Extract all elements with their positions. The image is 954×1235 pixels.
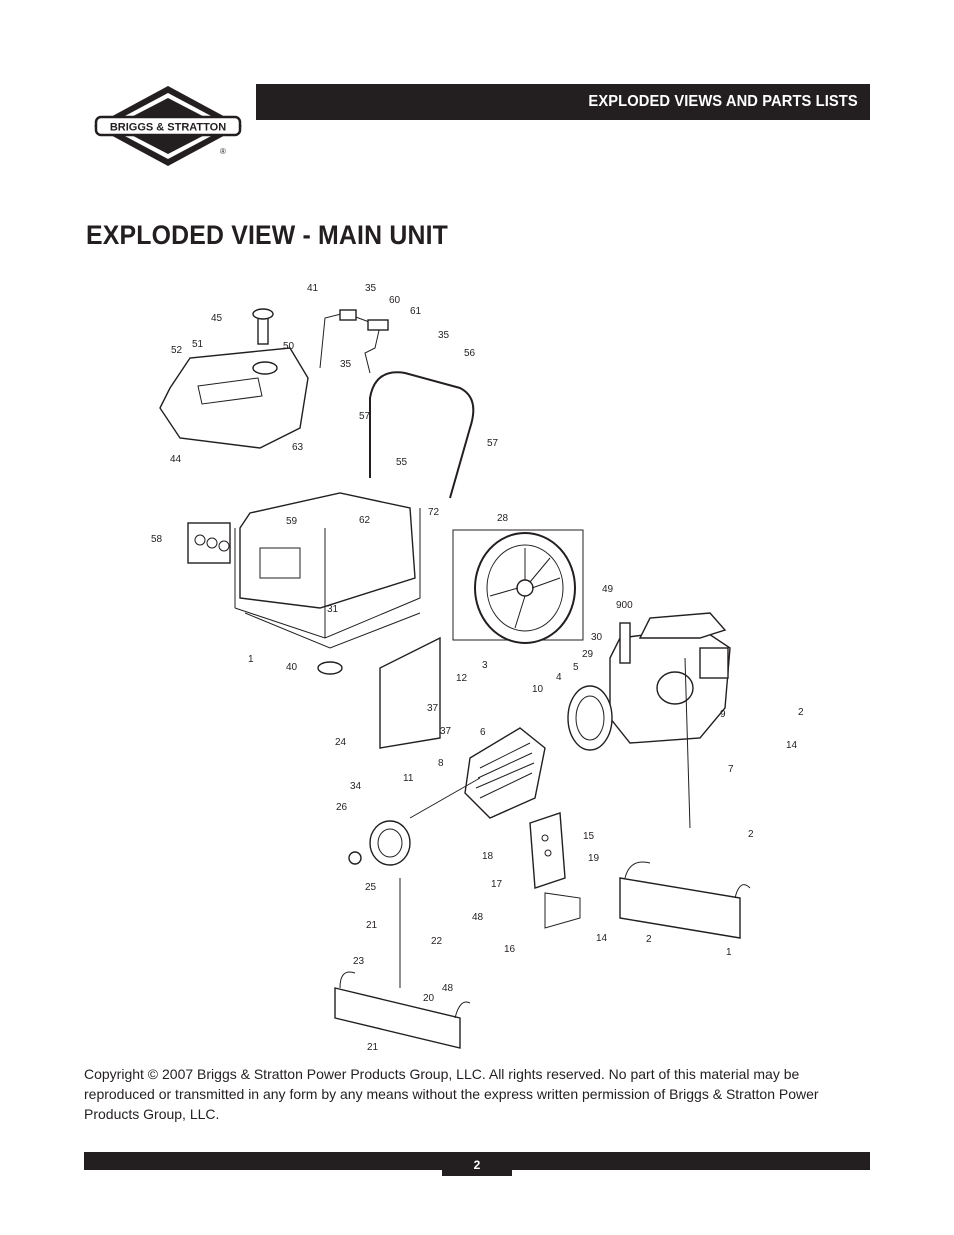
part-label: 57: [487, 438, 499, 449]
part-label: 25: [365, 882, 377, 893]
engine-drawing: [609, 612, 731, 744]
part-label: 61: [410, 306, 422, 317]
part-label: 37: [440, 726, 452, 737]
part-label: 63: [292, 442, 304, 453]
part-label: 900: [616, 600, 633, 611]
part-label: 52: [171, 345, 183, 356]
part-label: 11: [403, 773, 414, 784]
part-label: 1: [248, 654, 254, 665]
part-label: 45: [211, 313, 223, 324]
part-label: 35: [438, 330, 450, 341]
copyright-notice: Copyright © 2007 Briggs & Stratton Power…: [84, 1066, 819, 1122]
part-label: 35: [340, 359, 352, 370]
part-label: 10: [532, 684, 544, 695]
part-label: 72: [428, 507, 440, 518]
part-label: 35: [365, 283, 377, 294]
part-label: 18: [482, 851, 494, 862]
part-label: 59: [286, 516, 298, 527]
part-label: 14: [786, 740, 798, 751]
part-label: 5: [573, 662, 579, 673]
wheel-drawing: [452, 529, 584, 644]
part-label: 2: [646, 934, 652, 945]
frame-drawing: [187, 371, 475, 675]
page-number: 2: [442, 1152, 512, 1176]
support-leg-drawing: [334, 657, 751, 1049]
fuel-tank-drawing: [159, 308, 309, 449]
part-label: 44: [170, 454, 182, 465]
part-label: 14: [596, 933, 608, 944]
part-label: 4: [556, 672, 562, 683]
part-label: 37: [427, 703, 439, 714]
part-label: 12: [456, 673, 468, 684]
part-label: 60: [389, 295, 401, 306]
exploded-view-diagram: 41 35 60 61 35 45 52 51 50 35 56 44 63 5…: [151, 283, 804, 1053]
part-label: 24: [335, 737, 347, 748]
part-label: 48: [472, 912, 484, 923]
part-label: 23: [353, 956, 365, 967]
part-label: 41: [307, 283, 319, 294]
part-label: 3: [482, 660, 488, 671]
part-label: 6: [480, 727, 486, 738]
part-label: 48: [442, 983, 454, 994]
part-label: 2: [748, 829, 754, 840]
part-label: 31: [327, 604, 339, 615]
part-label: 29: [582, 649, 594, 660]
part-label: 56: [464, 348, 476, 359]
part-label: 40: [286, 662, 298, 673]
part-label: 19: [588, 853, 600, 864]
part-label: 49: [602, 584, 614, 595]
part-label: 21: [367, 1042, 379, 1053]
part-label: 2: [798, 707, 804, 718]
part-label: 1: [726, 947, 732, 958]
part-label: 55: [396, 457, 408, 468]
part-label: 30: [591, 632, 603, 643]
part-label: 17: [491, 879, 503, 890]
part-label: 57: [359, 411, 371, 422]
alternator-drawing: [348, 685, 613, 866]
part-label: 34: [350, 781, 362, 792]
part-label: 28: [497, 513, 509, 524]
part-label: 26: [336, 802, 348, 813]
part-label: 62: [359, 515, 371, 526]
fuel-valve-drawing: [319, 309, 389, 374]
logo-text: BRIGGS & STRATTON: [110, 122, 226, 134]
briggs-stratton-logo: BRIGGS & STRATTON ®: [94, 86, 242, 166]
part-label: 9: [720, 709, 726, 720]
part-label: 58: [151, 534, 163, 545]
control-box-drawing: [379, 636, 581, 929]
part-label: 50: [283, 341, 295, 352]
part-label: 15: [583, 831, 595, 842]
section-title: EXPLODED VIEWS AND PARTS LISTS: [588, 93, 858, 110]
part-label: 20: [423, 993, 435, 1004]
part-label: 16: [504, 944, 516, 955]
part-label: 51: [192, 339, 204, 350]
section-header-bar: EXPLODED VIEWS AND PARTS LISTS: [256, 84, 870, 120]
part-label: 7: [728, 764, 734, 775]
page-title: EXPLODED VIEW - MAIN UNIT: [86, 220, 449, 250]
part-label: 21: [366, 920, 378, 931]
part-label: 8: [438, 758, 444, 769]
part-label: 22: [431, 936, 443, 947]
registered-mark: ®: [220, 147, 226, 156]
part-labels: 41 35 60 61 35 45 52 51 50 35 56 44 63 5…: [151, 283, 804, 1053]
